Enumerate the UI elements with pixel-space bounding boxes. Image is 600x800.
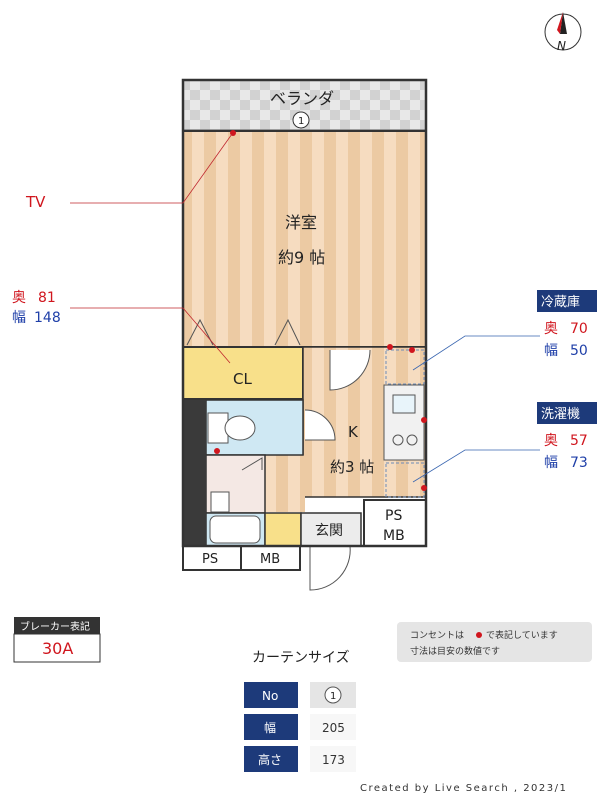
- fridge-title: 冷蔵庫: [541, 295, 580, 310]
- veranda-curtain-marker: 1: [298, 116, 304, 127]
- fridge-depth-label: 奥: [544, 320, 558, 337]
- curtain-width-label: 幅: [12, 310, 26, 326]
- mb-bottom-label: MB: [260, 552, 280, 567]
- veranda: ベランダ 1: [182, 79, 427, 132]
- entrance: 玄関: [300, 512, 362, 591]
- kitchen-label: K: [348, 423, 359, 441]
- outlet-marker: [409, 347, 415, 353]
- ps-mb-closet: PS MB: [363, 499, 427, 547]
- fridge-width-label: 幅: [544, 343, 558, 359]
- fridge-info: 冷蔵庫 奥 70 幅 50: [537, 290, 597, 359]
- note-line2: 寸法は目安の数値です: [410, 645, 500, 657]
- curtain-width-value: 148: [34, 310, 61, 326]
- outlet-legend-icon: [476, 632, 482, 638]
- note-line1-pre: コンセントは: [410, 630, 464, 641]
- curtain-row-label: No: [262, 689, 278, 703]
- note-box: コンセントは で表記しています 寸法は目安の数値です: [397, 622, 592, 662]
- washer-width-value: 73: [570, 455, 588, 471]
- breaker-box: ブレーカー表記 30A: [13, 617, 101, 663]
- washer-title: 洗濯機: [541, 407, 580, 422]
- toilet-room: [205, 399, 336, 456]
- outlet-marker: [214, 448, 220, 454]
- breaker-title: ブレーカー表記: [20, 620, 90, 633]
- outlet-marker: [387, 344, 393, 350]
- washer-info: 洗濯機 奥 57 幅 73: [537, 402, 597, 471]
- outlet-markers: [214, 130, 427, 491]
- ps-mb-line2: MB: [383, 528, 405, 544]
- wall-shaft: [183, 400, 206, 546]
- washer-depth-value: 57: [570, 433, 588, 449]
- outlet-marker: [421, 417, 427, 423]
- ps-mb-line1: PS: [385, 508, 402, 524]
- closet: CL: [182, 346, 304, 400]
- entrance-storage: [264, 512, 302, 547]
- compass: N: [544, 12, 582, 53]
- credit-text: Created by Live Search , 2023/1: [360, 783, 567, 794]
- western-room: 洋室 約9 帖: [182, 130, 427, 348]
- fridge-width-value: 50: [570, 343, 588, 359]
- veranda-label: ベランダ: [270, 89, 334, 108]
- western-room-size: 約9 帖: [278, 248, 325, 267]
- outlet-marker: [421, 485, 427, 491]
- ps-bottom-label: PS: [202, 552, 218, 567]
- curtain-row-value: 1: [330, 691, 336, 702]
- tv-label: TV: [25, 193, 46, 211]
- washer-depth-label: 奥: [544, 432, 558, 449]
- fridge-depth-value: 70: [570, 321, 588, 337]
- note-line1-post: で表記しています: [486, 629, 558, 641]
- curtain-title: カーテンサイズ: [252, 650, 350, 666]
- entrance-label: 玄関: [315, 522, 343, 539]
- curtain-row-label: 幅: [264, 720, 276, 735]
- kitchen-size: 約3 帖: [330, 458, 374, 476]
- curtain-depth-label: 奥: [12, 289, 26, 306]
- washer-width-label: 幅: [544, 455, 558, 471]
- breaker-value: 30A: [42, 639, 73, 658]
- compass-label: N: [557, 39, 566, 53]
- western-room-label: 洋室: [285, 213, 317, 232]
- leader-lines: [70, 133, 233, 364]
- curtain-table: カーテンサイズ No 幅 高さ 1 205 173: [244, 650, 356, 772]
- curtain-row-value: 173: [322, 753, 345, 767]
- curtain-depth-value: 81: [38, 290, 56, 306]
- curtain-row-value: 205: [322, 721, 345, 735]
- outer-wall: [181, 78, 428, 548]
- bottom-meters: PS MB: [182, 545, 301, 571]
- closet-label: CL: [233, 370, 252, 388]
- bath-room: [205, 454, 266, 547]
- curtain-row-label: 高さ: [258, 752, 282, 767]
